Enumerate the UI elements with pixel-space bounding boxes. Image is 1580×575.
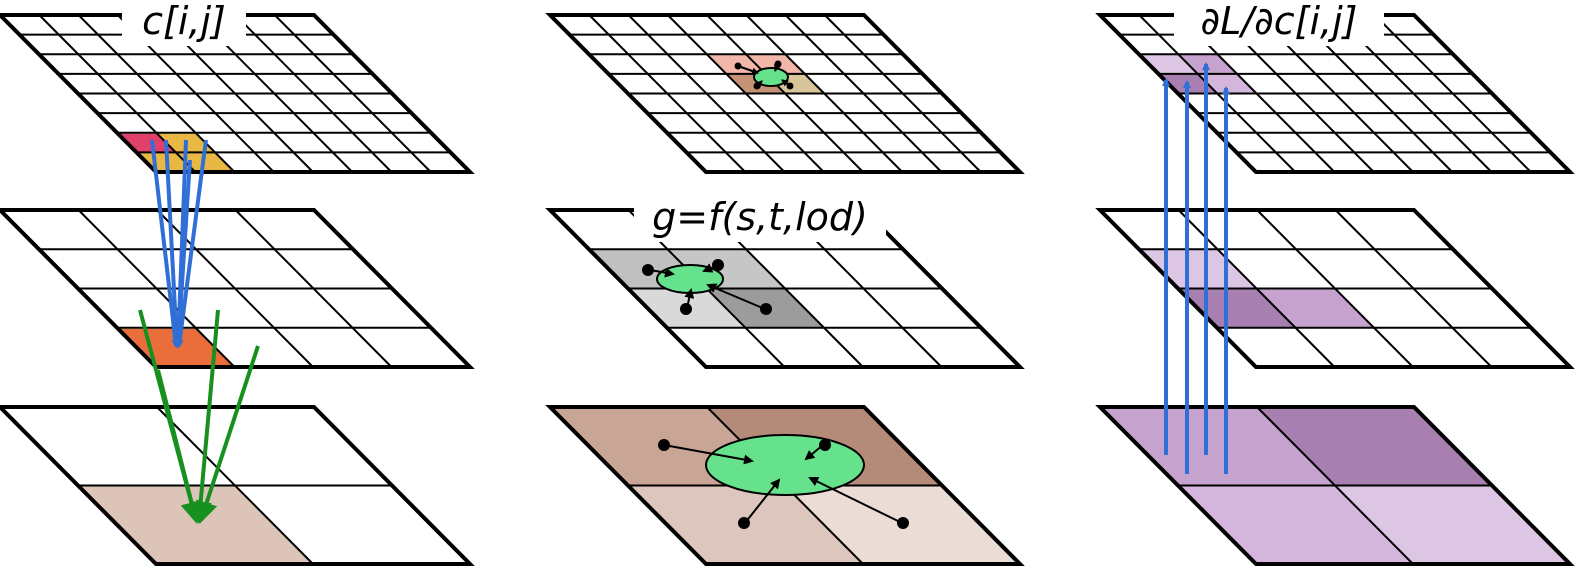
left-middle-grid (0, 208, 475, 369)
title-background (634, 196, 886, 242)
right-bottom-grid (1095, 405, 1575, 566)
purple-cell (1139, 54, 1199, 74)
middle-top-grid (545, 13, 1025, 174)
grid-border (545, 405, 1025, 566)
right-column: ∂L/∂c[i,j] (1095, 0, 1575, 566)
middle-title: g=f(s,t,lod) (652, 195, 868, 239)
sample-arrows (642, 259, 772, 315)
left-title: c[i,j] (142, 0, 226, 43)
middle-middle-grid (545, 208, 1025, 369)
middle-column: g=f(s,t,lod) (545, 13, 1025, 566)
sample-arrows (658, 439, 909, 529)
grid-lines (569, 14, 1002, 173)
grid-border (1095, 405, 1575, 566)
grid-lines (1119, 14, 1552, 173)
grid-border (545, 13, 1025, 174)
left-column: c[i,j] (0, 0, 475, 566)
green-arrows (138, 309, 260, 524)
title-background (1174, 0, 1384, 46)
right-middle-grid (1095, 208, 1575, 369)
right-title: ∂L/∂c[i,j] (1200, 0, 1357, 43)
sample-ellipse (705, 434, 865, 496)
grid-border (0, 208, 475, 369)
blue-arrows (1162, 62, 1230, 474)
grid-lines (78, 406, 393, 565)
sample-arrows (734, 60, 794, 90)
middle-bottom-grid (545, 405, 1025, 566)
grid-lines (1178, 406, 1493, 565)
blue-arrows (150, 139, 208, 348)
tan-cell (78, 486, 314, 564)
left-bottom-grid (0, 405, 475, 566)
grid-lines (1139, 209, 1532, 368)
red-cell (117, 133, 176, 154)
sample-ellipse (656, 264, 724, 294)
grid-lines (39, 209, 432, 368)
title-background (122, 0, 246, 46)
